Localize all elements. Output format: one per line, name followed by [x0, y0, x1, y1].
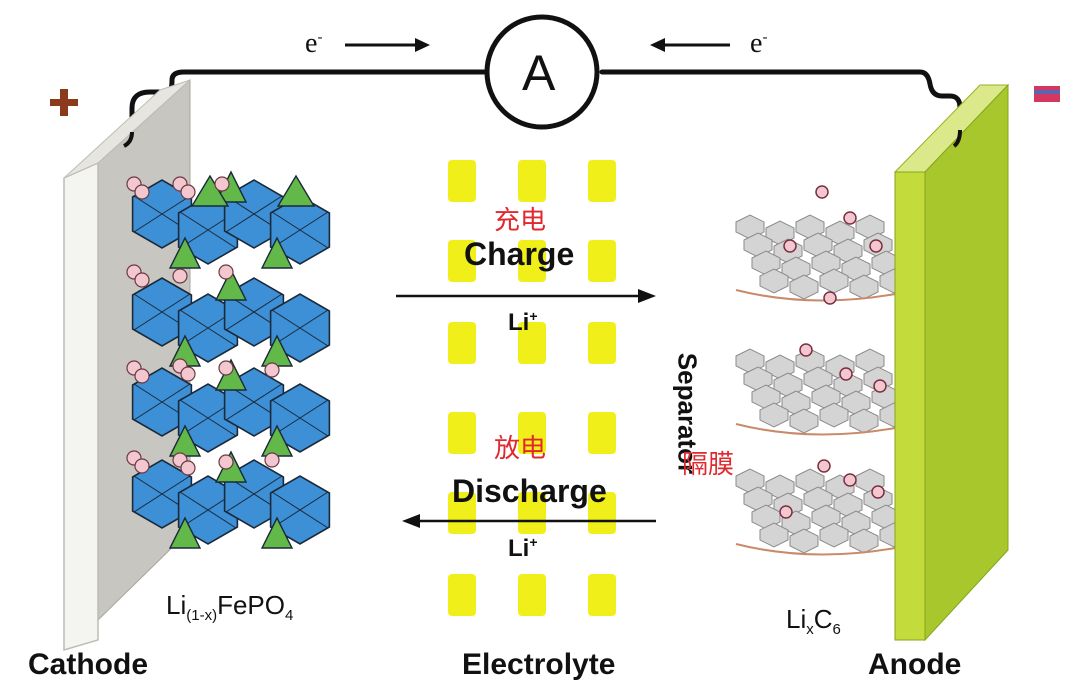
charge-arrow — [396, 289, 656, 303]
separator-block — [448, 412, 476, 454]
separator-block — [518, 574, 546, 616]
anode-graphite-layers — [735, 185, 909, 556]
lithium-ion — [779, 505, 793, 519]
lithium-ion — [172, 268, 188, 284]
lithium-ion — [214, 176, 230, 192]
graphene-cell — [849, 274, 879, 300]
graphene-cell — [849, 408, 879, 434]
ammeter-label: A — [522, 45, 556, 101]
separator-block — [588, 240, 616, 282]
lithium-ion — [871, 485, 885, 499]
tetrahedron — [276, 174, 316, 207]
graphene-cell — [849, 528, 879, 554]
electron-label-right: e- — [750, 28, 768, 59]
lithium-ion — [134, 458, 150, 474]
graphene-cell — [819, 268, 849, 294]
discharge-ion-label: Li+ — [508, 534, 538, 562]
lithium-ion — [843, 211, 857, 225]
electrolyte-label: Electrolyte — [462, 648, 616, 681]
separator-label-cn: 隔膜 — [682, 450, 735, 480]
lithium-ion — [799, 343, 813, 357]
electron-label-left: e- — [305, 28, 323, 59]
separator-block — [448, 240, 476, 282]
separator-block — [588, 492, 616, 534]
discharge-arrow — [402, 514, 656, 528]
discharge-label-cn: 放电 — [494, 434, 547, 464]
tetrahedron — [214, 268, 248, 301]
cathode-label: Cathode — [28, 648, 148, 681]
tetrahedron — [168, 516, 202, 549]
separator-block — [518, 160, 546, 202]
separator-block — [588, 160, 616, 202]
graphene-cell — [759, 402, 789, 428]
separator-block — [448, 574, 476, 616]
separator-block — [588, 574, 616, 616]
negative-terminal-icon — [1034, 86, 1060, 102]
separator-block — [448, 492, 476, 534]
lithium-ion — [843, 473, 857, 487]
separator-blocks — [448, 160, 616, 616]
lithium-ion — [823, 291, 837, 305]
graphene-cell — [819, 522, 849, 548]
lithium-ion — [218, 264, 234, 280]
positive-terminal-icon — [50, 89, 78, 116]
lithium-ion — [180, 366, 196, 382]
cathode-crystal-structure — [126, 170, 331, 549]
tetrahedron — [260, 516, 294, 549]
separator-block — [518, 240, 546, 282]
lithium-ion — [839, 367, 853, 381]
ammeter — [484, 14, 600, 130]
lithium-ion — [180, 460, 196, 476]
charge-label-cn: 充电 — [494, 206, 547, 236]
graphene-cell — [759, 268, 789, 294]
lithium-ion — [869, 239, 883, 253]
separator-block — [448, 322, 476, 364]
lithium-ion — [264, 362, 280, 378]
charge-label: Charge — [464, 236, 575, 272]
separator-block — [448, 160, 476, 202]
lithium-ion — [783, 239, 797, 253]
discharge-label: Discharge — [452, 473, 607, 509]
separator-block — [588, 412, 616, 454]
lithium-ion — [134, 272, 150, 288]
tetrahedron — [260, 236, 294, 269]
graphene-cell — [789, 528, 819, 554]
electron-arrow-left — [345, 38, 430, 52]
graphene-cell — [819, 402, 849, 428]
lithium-ion — [218, 454, 234, 470]
electron-arrow-right — [650, 38, 730, 52]
anode-label: Anode — [868, 648, 962, 681]
separator-block — [518, 492, 546, 534]
lithium-ion — [180, 184, 196, 200]
tetrahedron — [168, 236, 202, 269]
lithium-ion — [134, 184, 150, 200]
graphene-cell — [789, 408, 819, 434]
lithium-ion — [218, 360, 234, 376]
graphene-cell — [759, 522, 789, 548]
tetrahedron — [190, 174, 230, 207]
lithium-ion — [815, 185, 829, 199]
anode-material-label: LixC6 — [786, 604, 841, 639]
lithium-ion — [817, 459, 831, 473]
graphene-cell — [789, 274, 819, 300]
charge-ion-label: Li+ — [508, 308, 538, 336]
anode-plate — [893, 83, 1010, 642]
separator-block — [518, 322, 546, 364]
separator-block — [588, 322, 616, 364]
separator-block — [518, 412, 546, 454]
lithium-ion — [264, 452, 280, 468]
lithium-ion — [873, 379, 887, 393]
cathode-material-label: Li(1-x)FePO4 — [166, 590, 294, 625]
lithium-ion — [134, 368, 150, 384]
